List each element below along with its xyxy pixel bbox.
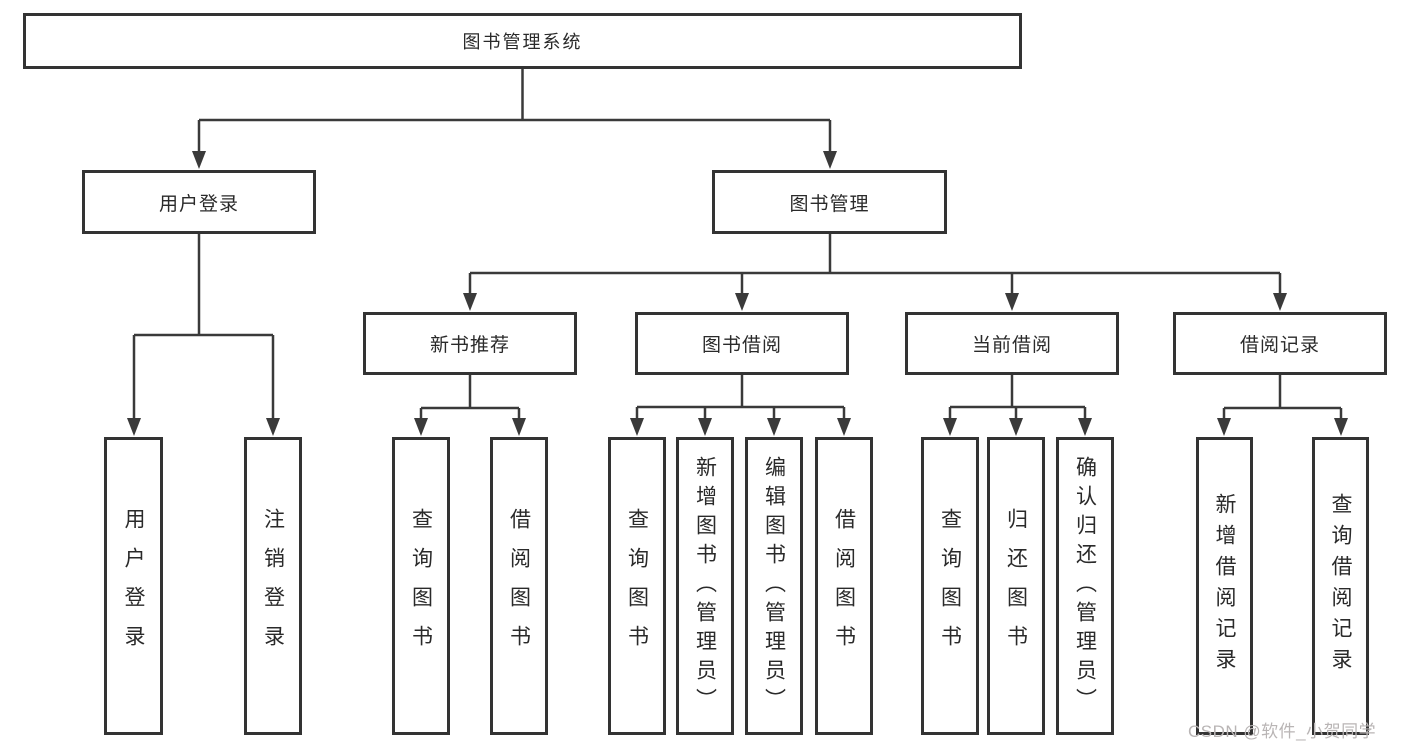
leaf-query-book-borrow-label: 查询图书 [625,508,649,664]
node-book-borrow: 图书借阅 [635,312,849,375]
leaf-logout-label: 注销登录 [261,508,285,664]
node-book-management: 图书管理 [712,170,947,234]
connector-book-borrow [635,375,846,419]
leaf-borrow-book-label: 借阅图书 [832,508,856,664]
node-book-management-label: 图书管理 [789,193,870,215]
leaf-borrow-book: 借阅图书 [815,437,873,735]
leaf-confirm-return-admin: 确认归还（管理员） [1056,437,1114,735]
node-new-book-recommend-label: 新书推荐 [429,335,510,356]
watermark: CSDN @软件_小贺同学 [1188,722,1377,741]
leaf-user-login-label: 用户登录 [122,508,145,664]
leaf-query-book-current-label: 查询图书 [938,508,962,664]
leaf-query-book-current: 查询图书 [921,437,979,735]
leaf-query-book-recommend-label: 查询图书 [409,508,433,664]
leaf-query-book-recommend: 查询图书 [392,437,450,735]
leaf-borrow-book-recommend-label: 借阅图书 [507,508,531,664]
arrowheads [127,151,1348,436]
leaf-add-borrow-record: 新增借阅记录 [1196,437,1253,735]
node-borrow-record: 借阅记录 [1173,312,1387,375]
leaf-borrow-book-recommend: 借阅图书 [490,437,548,735]
leaf-return-book-label: 归还图书 [1004,508,1028,664]
leaf-add-book-admin-label: 新增图书（管理员） [693,455,717,717]
connector-current-borrow [948,375,1087,419]
leaf-query-book-borrow: 查询图书 [608,437,666,735]
node-book-borrow-label: 图书借阅 [701,335,782,356]
leaf-query-borrow-record: 查询借阅记录 [1312,437,1369,735]
node-root-label: 图书管理系统 [462,32,583,52]
node-current-borrow: 当前借阅 [905,312,1119,375]
node-borrow-record-label: 借阅记录 [1239,335,1320,356]
leaf-add-borrow-record-label: 新增借阅记录 [1213,493,1236,679]
leaf-edit-book-admin: 编辑图书（管理员） [745,437,803,735]
node-user-login-label: 用户登录 [158,193,239,215]
leaf-query-borrow-record-label: 查询借阅记录 [1329,493,1352,679]
leaf-logout: 注销登录 [244,437,302,735]
node-root: 图书管理系统 [23,13,1022,69]
node-current-borrow-label: 当前借阅 [971,335,1052,356]
leaf-return-book: 归还图书 [987,437,1045,735]
leaf-confirm-return-admin-label: 确认归还（管理员） [1073,455,1097,717]
connector-book-mgmt [468,234,1282,294]
connector-user-login [132,234,275,419]
connector-borrow-record [1222,375,1343,419]
leaf-edit-book-admin-label: 编辑图书（管理员） [762,455,786,717]
connector-new-book-rec [419,375,521,419]
node-new-book-recommend: 新书推荐 [363,312,577,375]
leaf-add-book-admin: 新增图书（管理员） [676,437,734,735]
node-user-login: 用户登录 [82,170,316,234]
connector-root [197,68,832,152]
leaf-user-login: 用户登录 [104,437,163,735]
